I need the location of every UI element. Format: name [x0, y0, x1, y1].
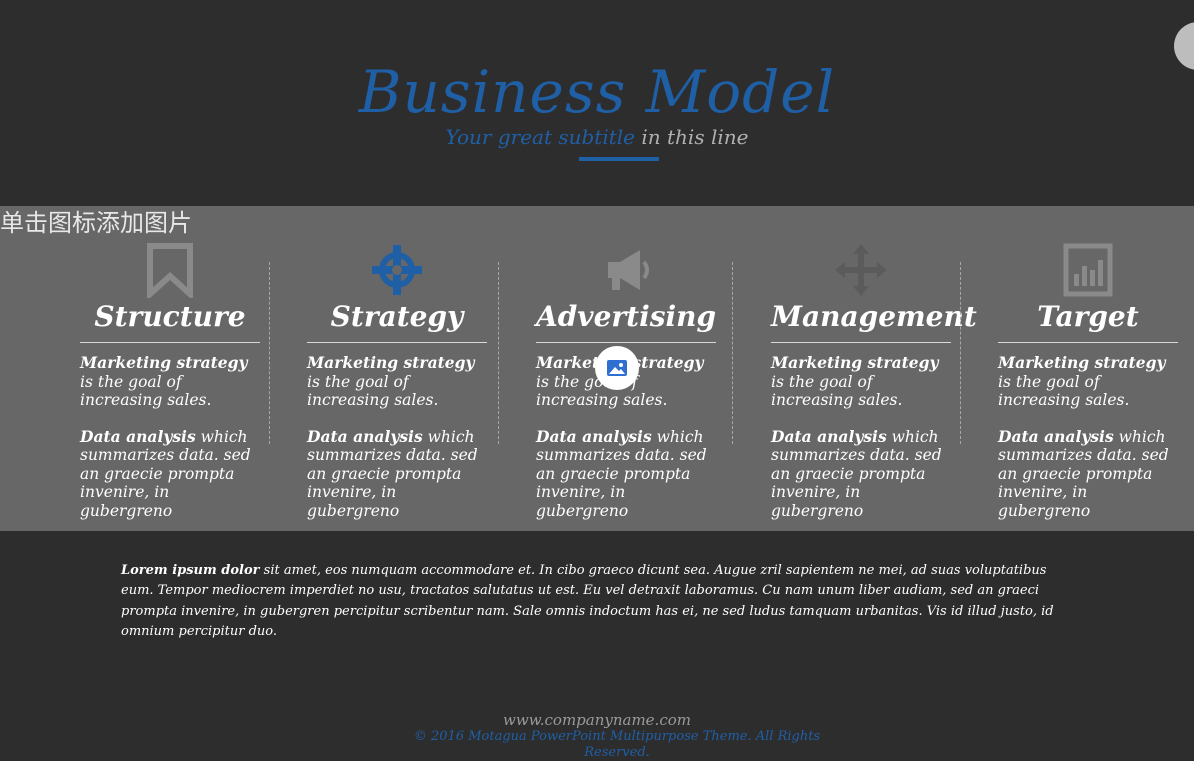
column-strategy: Strategy Marketing strategy is the goal …	[307, 206, 487, 531]
crosshair-icon[interactable]	[369, 242, 425, 298]
column-divider	[960, 262, 961, 444]
website-url: www.companyname.com	[503, 711, 691, 729]
column-body: Marketing strategy is the goal of increa…	[771, 353, 951, 538]
body-text: is the goal of increasing sales.	[80, 372, 212, 410]
subtitle-highlight: Your great subtitle	[445, 125, 636, 149]
column-structure: Structure Marketing strategy is the goal…	[80, 206, 260, 531]
body-bold: Data analysis	[307, 426, 423, 446]
heading-rule	[80, 342, 260, 343]
body-text: is the goal of increasing sales.	[771, 372, 903, 410]
bar-chart-icon[interactable]	[1060, 242, 1116, 298]
bookmark-icon[interactable]	[142, 242, 198, 298]
column-advertising: Advertising Marketing strategy is the go…	[536, 206, 716, 531]
body-text: which summarizes data. sed an graecie pr…	[998, 427, 1169, 520]
body-bold: Data analysis	[536, 426, 652, 446]
column-management: Management Marketing strategy is the goa…	[771, 206, 977, 531]
heading-rule	[998, 342, 1178, 343]
column-target: Target Marketing strategy is the goal of…	[998, 206, 1178, 531]
column-heading: Target	[1037, 300, 1139, 333]
column-body: Marketing strategy is the goal of increa…	[536, 353, 716, 538]
column-body: Marketing strategy is the goal of increa…	[307, 353, 487, 538]
column-heading: Structure	[94, 300, 246, 333]
insert-image-button[interactable]	[595, 346, 639, 390]
column-divider	[732, 262, 733, 444]
column-heading: Advertising	[536, 300, 717, 333]
column-heading: Strategy	[330, 300, 464, 333]
lorem-text: sit amet, eos numquam accommodare et. In…	[121, 563, 1054, 640]
copyright-text: © 2016 Motagua PowerPoint Multipurpose T…	[413, 729, 821, 760]
body-text: is the goal of increasing sales.	[998, 372, 1130, 410]
lorem-bold: Lorem ipsum dolor	[121, 563, 260, 578]
column-divider	[269, 262, 270, 444]
body-text: is the goal of increasing sales.	[307, 372, 439, 410]
body-bold: Data analysis	[80, 426, 196, 446]
body-bold: Data analysis	[998, 426, 1114, 446]
image-placeholder-hint[interactable]: 单击图标添加图片	[0, 209, 192, 237]
picture-icon	[607, 360, 627, 376]
heading-rule	[536, 342, 716, 343]
body-text: which summarizes data. sed an graecie pr…	[771, 427, 942, 520]
body-text: which summarizes data. sed an graecie pr…	[536, 427, 707, 520]
body-bold: Data analysis	[771, 426, 887, 446]
megaphone-icon[interactable]	[598, 242, 654, 298]
corner-round-button[interactable]	[1174, 22, 1194, 70]
body-bold: Marketing strategy	[771, 353, 939, 372]
page-title: Business Model	[358, 58, 836, 126]
body-bold: Marketing strategy	[307, 353, 475, 372]
column-body: Marketing strategy is the goal of increa…	[80, 353, 260, 538]
lorem-paragraph: Lorem ipsum dolor sit amet, eos numquam …	[121, 561, 1081, 643]
heading-rule	[771, 342, 951, 343]
heading-rule	[307, 342, 487, 343]
column-body: Marketing strategy is the goal of increa…	[998, 353, 1178, 538]
column-divider	[498, 262, 499, 444]
column-heading: Management	[771, 300, 977, 333]
move-arrows-icon[interactable]	[833, 242, 889, 298]
page-subtitle: Your great subtitle in this line	[0, 124, 1194, 150]
body-text: which summarizes data. sed an graecie pr…	[307, 427, 478, 520]
body-bold: Marketing strategy	[80, 353, 248, 372]
body-bold: Marketing strategy	[998, 353, 1166, 372]
subtitle-rest: in this line	[635, 125, 749, 149]
body-text: which summarizes data. sed an graecie pr…	[80, 427, 251, 520]
title-underline	[579, 157, 659, 161]
